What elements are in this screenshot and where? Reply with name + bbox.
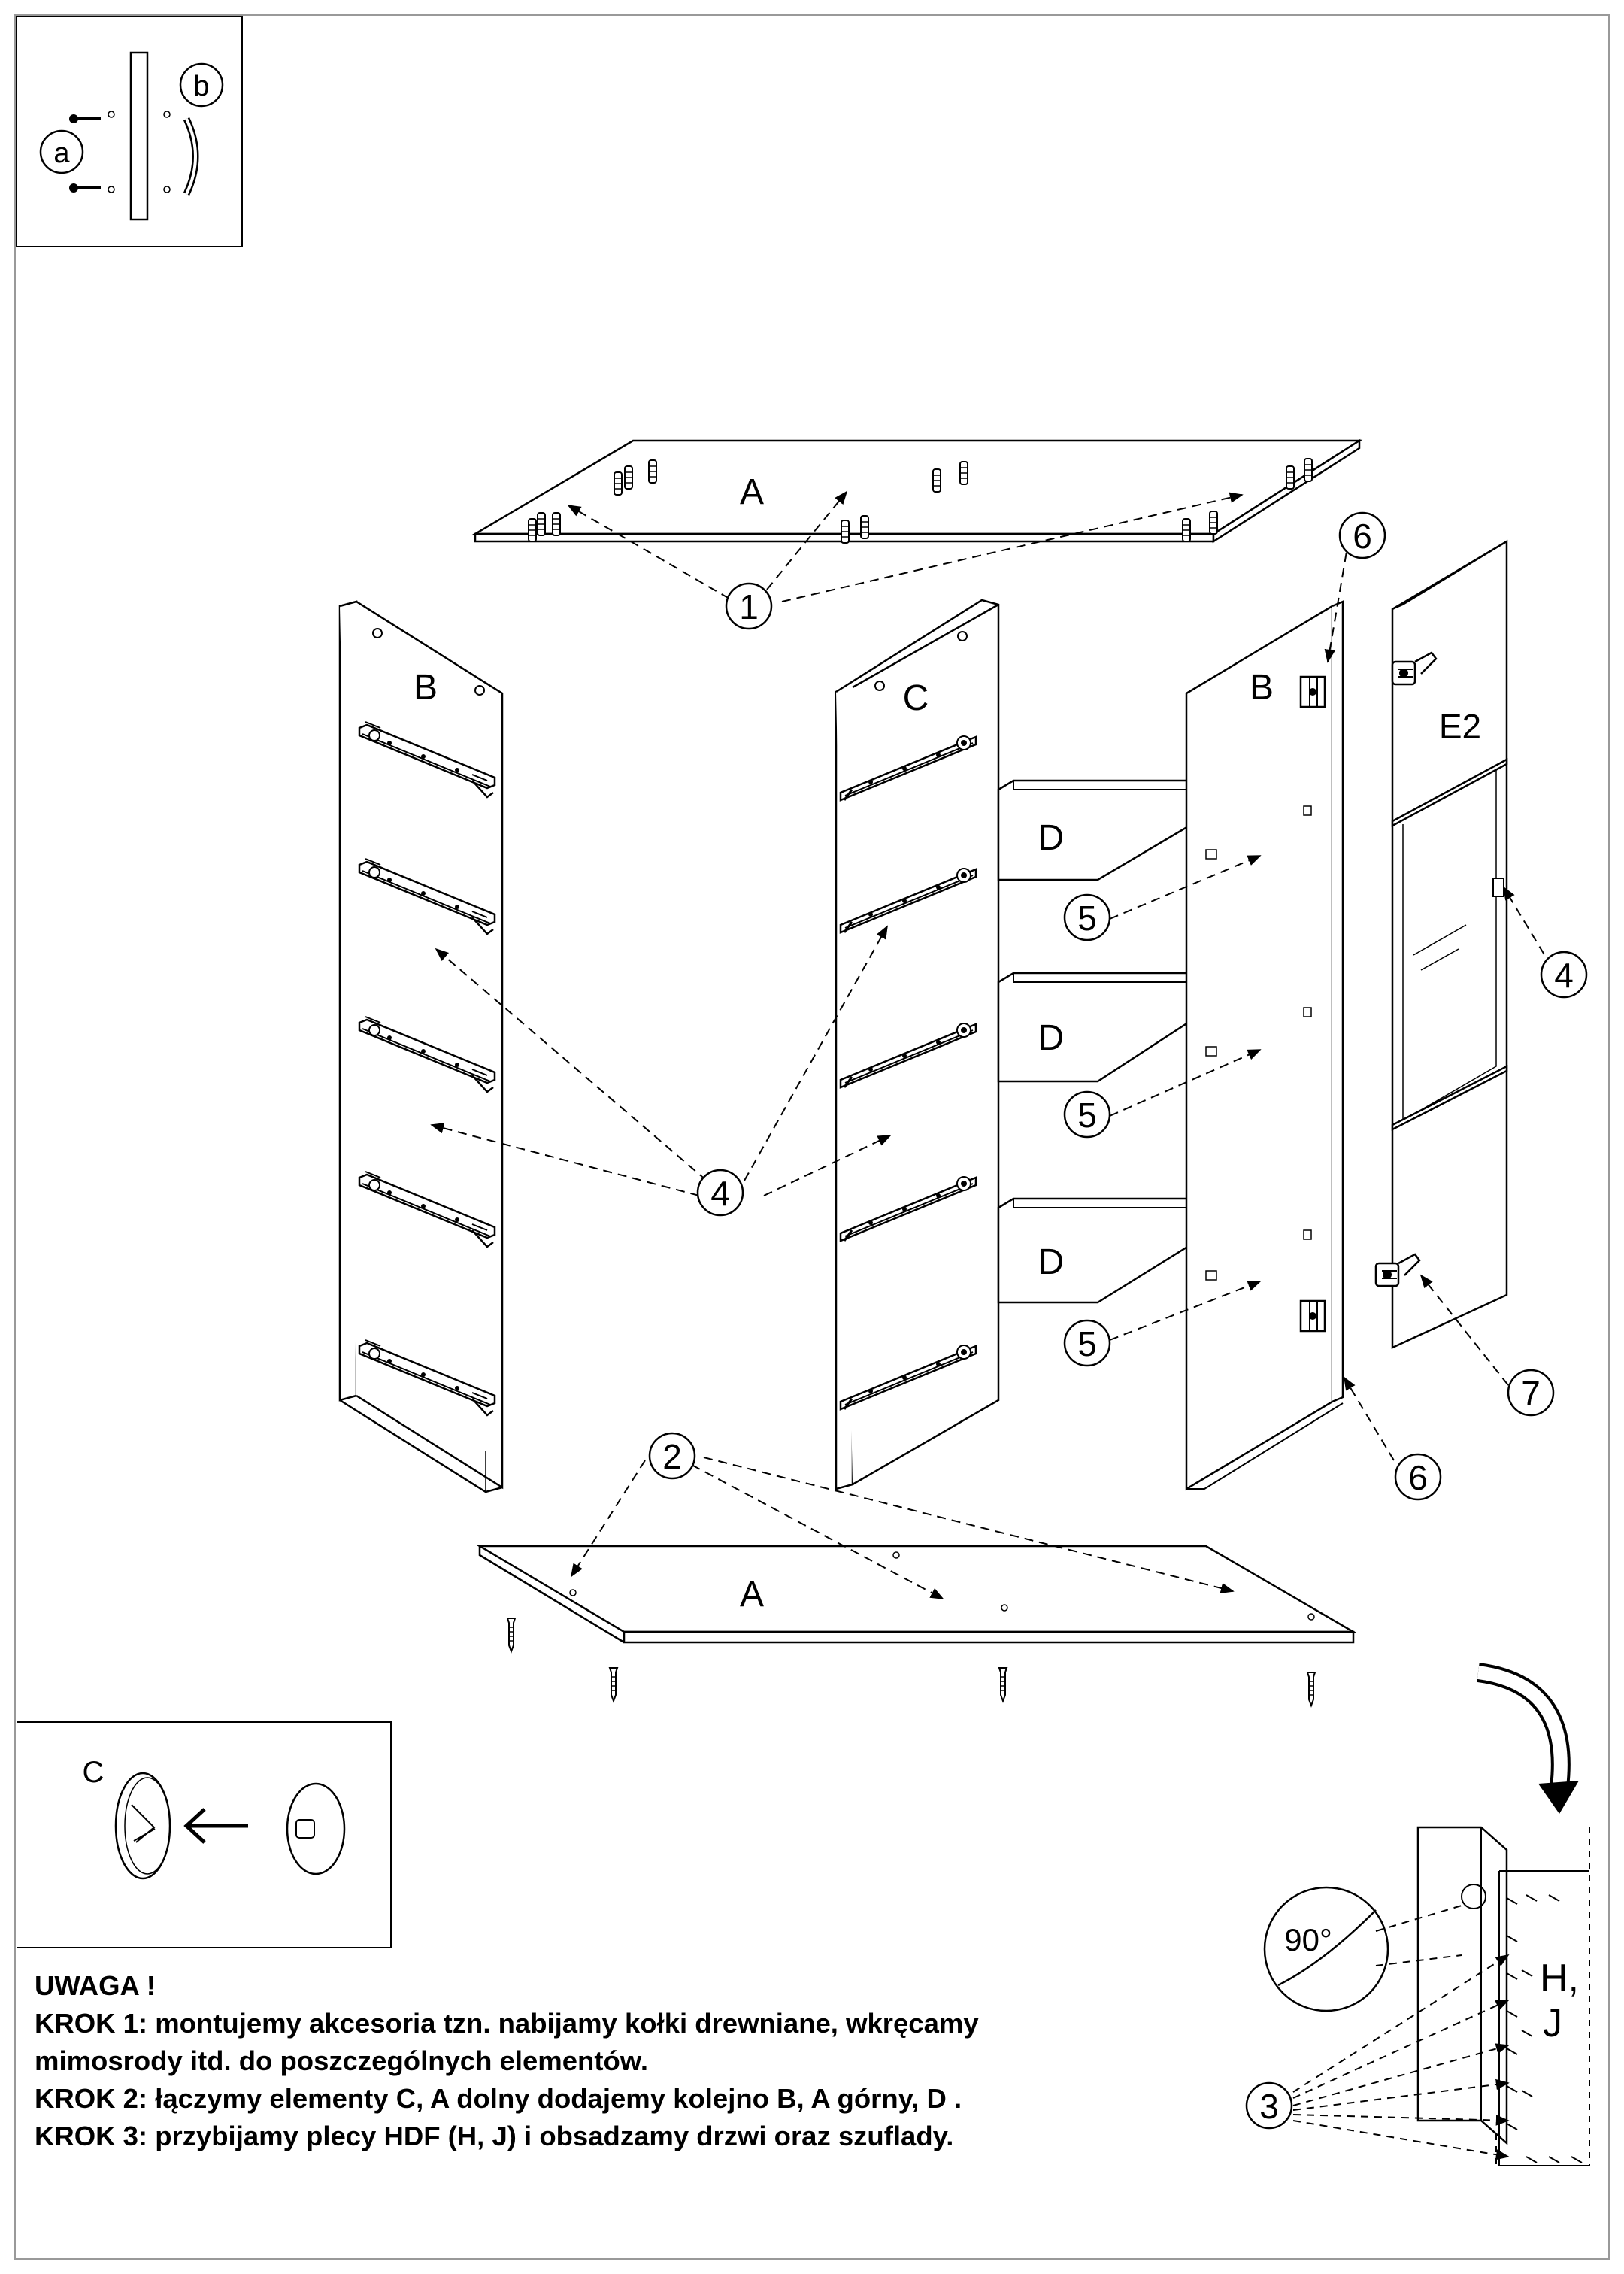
panel-b-left: B	[338, 600, 504, 1493]
callout-2: 2	[662, 1437, 682, 1476]
leader-lines	[430, 490, 1553, 1599]
notes-step-1a: KROK 1: montujemy akcesoria tzn. nabijam…	[35, 2008, 979, 2039]
panel-c-label: C	[903, 678, 929, 718]
hinge-plate-icon	[1299, 675, 1326, 708]
hinge-plate-icon	[1299, 1299, 1326, 1333]
notes-step-2: KROK 2: łączymy elementy C, A dolny doda…	[35, 2083, 962, 2114]
callout-6-bottom: 6	[1408, 1458, 1428, 1497]
callout-4-right: 4	[1554, 956, 1574, 995]
panel-a-bottom: A	[476, 1545, 1357, 1706]
panel-b-left-label: B	[414, 668, 438, 708]
shelf-label-2: D	[1038, 1018, 1065, 1058]
inset-handle: a b	[16, 16, 243, 247]
callout-7: 7	[1521, 1374, 1541, 1413]
arrow-left-icon	[183, 1808, 206, 1844]
notes-step-3: KROK 3: przybijamy plecy HDF (H, J) i ob…	[35, 2121, 954, 2151]
panel-a-top-label: A	[740, 472, 764, 512]
callout-5-2: 5	[1077, 1096, 1097, 1135]
door-edge-small	[129, 51, 149, 221]
backboard-label: H,J	[1540, 1957, 1579, 2045]
inset-cam-lock: C	[17, 1721, 392, 1948]
callout-6-top: 6	[1353, 517, 1372, 556]
callouts: 1 4 5 5 5 6 4 7 6 2	[648, 511, 1588, 1501]
rotate-arrow-icon	[1477, 1663, 1579, 1814]
shelf-label-3: D	[1038, 1242, 1065, 1282]
inset-label-b: b	[193, 71, 209, 102]
door-e2: E2	[1374, 539, 1508, 1349]
cam-disc-icon	[286, 1782, 346, 1875]
inset-label-a: a	[53, 138, 70, 169]
door-label: E2	[1439, 707, 1481, 746]
callout-5-1: 5	[1077, 899, 1097, 938]
panel-a-bottom-label: A	[740, 1575, 764, 1615]
screw-icon	[69, 114, 101, 123]
notes-step-1b: mimosrody itd. do poszczególnych element…	[35, 2045, 648, 2076]
callout-1: 1	[739, 587, 759, 626]
back-panel-detail: 90° H,J 3	[1245, 1826, 1590, 2166]
panel-b-right: B	[1185, 600, 1344, 1491]
panel-b-right-label: B	[1250, 668, 1274, 708]
inset-label-c: C	[83, 1756, 105, 1789]
panel-c: C	[835, 599, 1000, 1490]
screw-icon	[69, 183, 101, 193]
notes-heading: UWAGA !	[35, 1970, 156, 2001]
shelf-label-1: D	[1038, 818, 1065, 858]
callout-3: 3	[1259, 2087, 1279, 2126]
callout-5-3: 5	[1077, 1324, 1097, 1363]
panel-a-top: A	[471, 438, 1363, 544]
callout-4-mid: 4	[710, 1174, 730, 1213]
angle-label: 90°	[1284, 1922, 1332, 1957]
page-border	[14, 14, 1610, 2260]
assembly-notes: UWAGA ! KROK 1: montujemy akcesoria tzn.…	[35, 1967, 1207, 2155]
